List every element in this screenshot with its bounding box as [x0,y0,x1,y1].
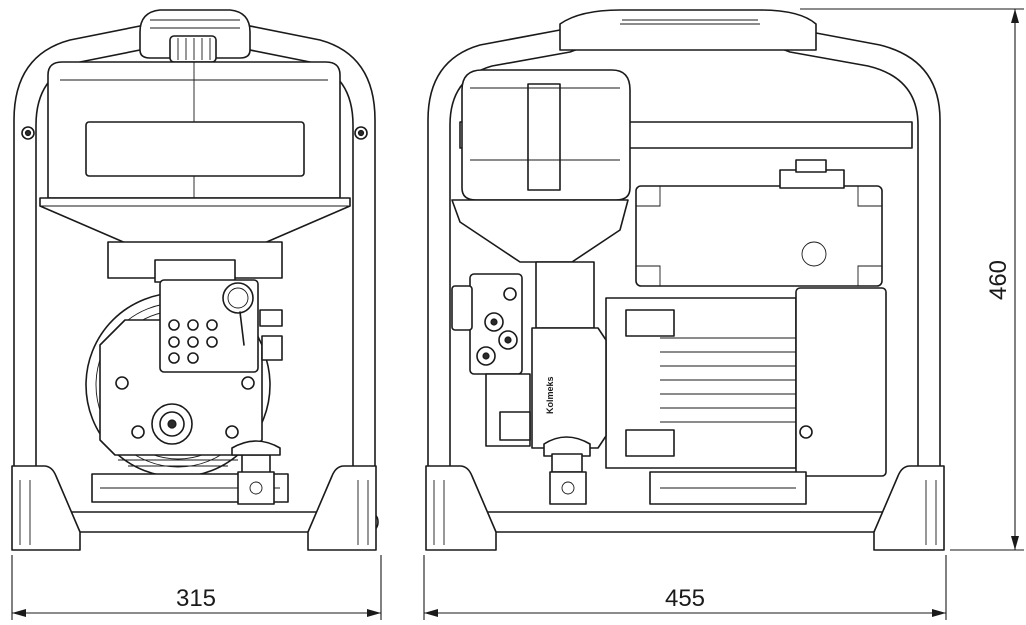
side-pump-head [531,327,607,449]
side-motor-endcap [795,287,887,477]
front-view [11,9,379,551]
front-hopper [39,197,351,245]
height-label: 460 [985,260,1012,300]
side-handle-grip [559,9,817,51]
side-base-rail [457,511,913,533]
side-drain-valve-body [549,471,587,505]
front-foot-right [307,465,377,551]
front-fuel-cap [169,35,217,63]
front-pressure-gauge [222,282,254,314]
side-foot-right [873,465,945,551]
front-fitting-lower [261,335,283,361]
front-fitting-upper [259,309,283,327]
front-foot-left [11,465,81,551]
side-engine-block [635,185,883,287]
side-hopper [451,199,629,263]
side-drain-valve-top [551,453,583,473]
dimension-front-width: 315 [11,555,382,620]
side-view: Kolmeks [425,9,945,551]
side-motor-flange-bottom [625,429,675,457]
side-foot-left [425,465,497,551]
side-motor-brand-label: Kolmeks [545,376,555,414]
front-width-label: 315 [176,585,216,612]
side-motor-flange-top [625,309,675,337]
side-neck [535,261,595,329]
front-tank-window [85,121,305,177]
side-gauge [451,285,473,331]
front-pump-neck [154,259,236,283]
dimension-height: 460 [800,8,1024,551]
front-handle-grip [139,9,251,59]
dimension-side-width: 455 [423,555,947,620]
side-width-label: 455 [665,585,705,612]
side-tank-handle [527,83,561,191]
front-drain-valve-body [237,471,275,505]
